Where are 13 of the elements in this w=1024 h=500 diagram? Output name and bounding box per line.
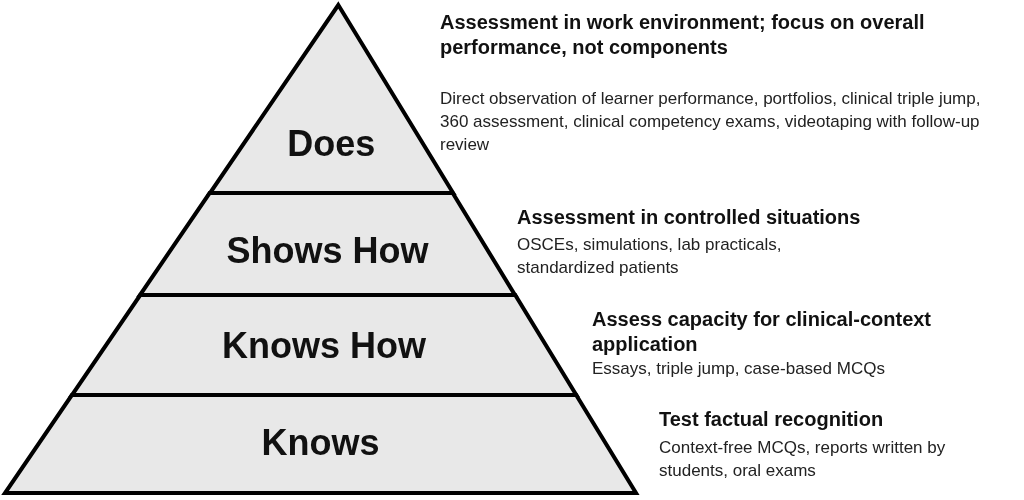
level-label: Does xyxy=(287,123,376,164)
level-label: Knows xyxy=(261,422,380,463)
tier-heading: Assessment in work environment; focus on overall performance, not components xyxy=(440,10,926,60)
tier-heading: Assess capacity for clinical-context application xyxy=(592,307,933,357)
tier-description: Essays, triple jump, case-based MCQs xyxy=(592,358,886,380)
level-label: Shows How xyxy=(226,230,429,271)
tier-description: Context-free MCQs, reports written by students, oral exams xyxy=(659,437,947,482)
pyramid-tier xyxy=(71,295,577,395)
level-label: Knows How xyxy=(222,325,426,366)
tier-description: OSCEs, simulations, lab practicals, standardized patients xyxy=(517,234,783,279)
tier-description: Direct observation of learner performance, portfolios, clinical triple jump, 360 assessment, clinical competency exams, videotaping with follow-up review xyxy=(440,88,982,156)
tier-heading: Test factual recognition xyxy=(659,407,885,432)
tier-heading: Assessment in controlled situations xyxy=(517,205,862,230)
